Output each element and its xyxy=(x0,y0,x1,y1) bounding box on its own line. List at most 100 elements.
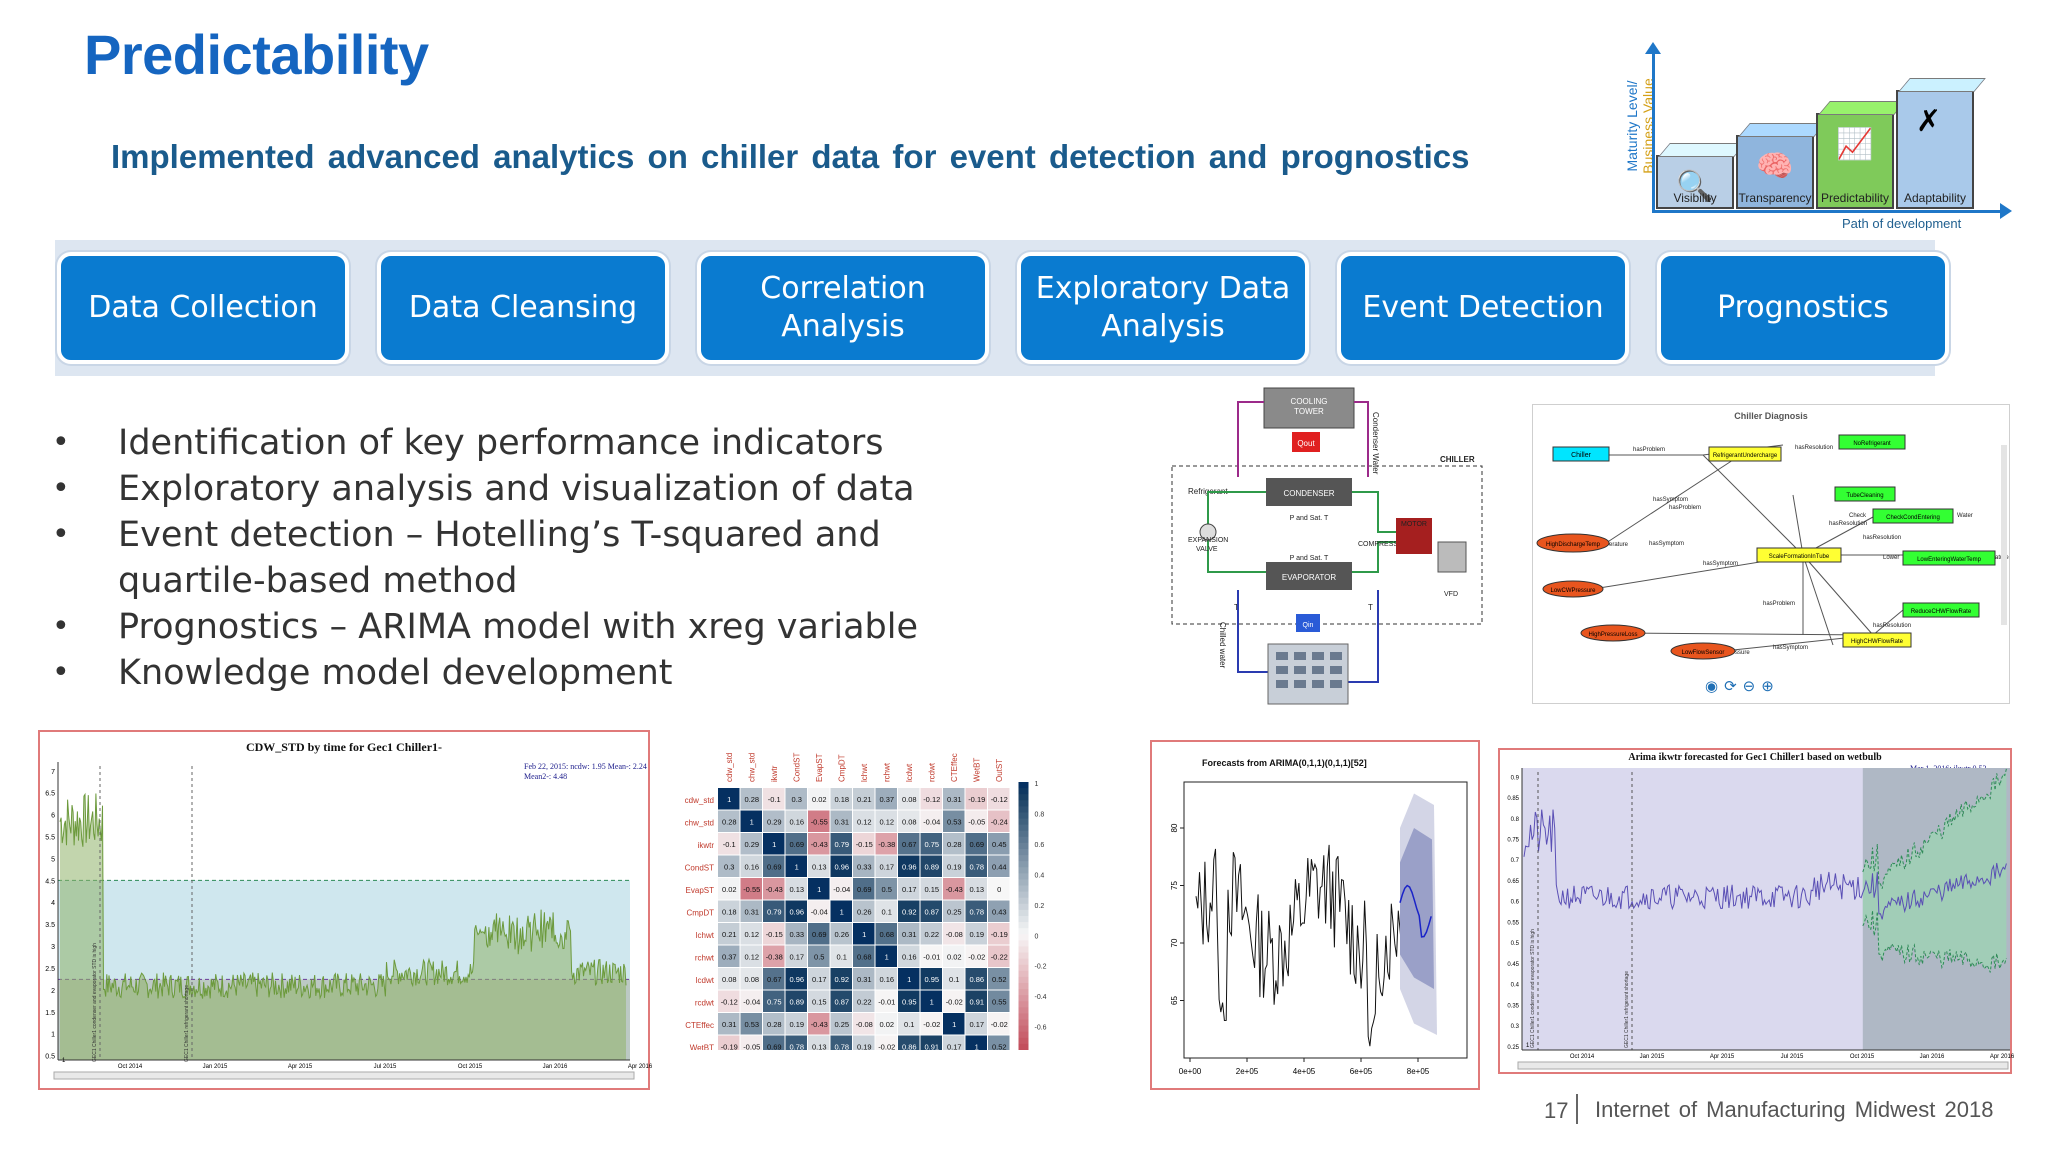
expansion-valve-symbol xyxy=(1199,523,1217,541)
page-title: Predictability xyxy=(84,23,429,86)
step-data-collection[interactable]: Data Collection xyxy=(57,252,349,364)
node-refrigerant-undercharge[interactable] xyxy=(1708,446,1782,462)
bullet-item: Exploratory analysis and visualization o… xyxy=(52,466,1152,512)
heatmap-cell-value: -0.05 xyxy=(968,818,985,827)
heatmap-cell-value: 0.31 xyxy=(722,1020,737,1029)
heatmap-cell xyxy=(988,990,1010,1012)
footer-divider xyxy=(1576,1094,1578,1124)
heatmap-cell-value: 0.13 xyxy=(789,885,804,894)
node-low-entering-water-temp[interactable] xyxy=(1902,550,1996,566)
eye-icon[interactable]: ◉ xyxy=(1705,678,1725,695)
heatmap-cell xyxy=(898,990,920,1012)
knowledge-graph-panel: Chiller Diagnosis Chiller RefrigerantUnd… xyxy=(1532,404,2010,704)
node-high-chw-flow-rate[interactable] xyxy=(1842,632,1912,648)
y-tick-label: 0.8 xyxy=(1511,817,1520,823)
refresh-icon[interactable]: ⟳ xyxy=(1724,678,1743,695)
heatmap-cell xyxy=(853,788,875,810)
heatmap-cell-value: 0.12 xyxy=(744,953,759,962)
step-prognostics[interactable]: Prognostics xyxy=(1657,252,1949,364)
x-tick-label: Oct 2014 xyxy=(118,1064,143,1070)
node-reduce-chw-flow-rate[interactable] xyxy=(1902,602,1980,618)
p-sat-label-2: P and Sat. T xyxy=(1290,555,1329,562)
heatmap-scale-segment xyxy=(1018,897,1029,905)
heatmap-cell xyxy=(830,855,852,877)
heatmap-cell-value: 0.91 xyxy=(969,998,984,1007)
x-tick-label: Jan 2016 xyxy=(1920,1054,1945,1060)
heatmap-cell-value: 0.69 xyxy=(969,840,984,849)
cdw-chart-legend: Feb 22, 2015: ncdw: 1.95 Mean-: 2.24 Mea… xyxy=(524,762,647,782)
heatmap-cell-value: 0.18 xyxy=(834,795,849,804)
heatmap-cell-value: -0.02 xyxy=(968,953,985,962)
edge-fragment: Water xyxy=(1957,513,1973,519)
heatmap-cell-value: 0.31 xyxy=(744,908,759,917)
brain-icon: 🧠 xyxy=(1756,150,1794,183)
heatmap-cell xyxy=(898,810,920,832)
step-correlation-analysis[interactable]: Correlation Analysis xyxy=(697,252,989,364)
heatmap-cell-value: 0.91 xyxy=(924,1043,939,1051)
node-high-pressure-loss[interactable] xyxy=(1580,624,1646,642)
heatmap-cell xyxy=(875,900,897,922)
heatmap-scale-tick: 0.8 xyxy=(1035,811,1045,818)
cdw-legend-line-1: Feb 22, 2015: ncdw: 1.95 Mean-: 2.24 xyxy=(524,762,647,771)
heatmap-row-label: WetBT xyxy=(690,1044,714,1051)
x-tick-label: Apr 2015 xyxy=(288,1064,313,1070)
node-tube-cleaning[interactable] xyxy=(1834,486,1896,502)
heatmap-cell-value: -0.55 xyxy=(811,818,828,827)
x-tick-label: 8e+05 xyxy=(1407,1067,1430,1076)
heatmap-cell xyxy=(875,923,897,945)
heatmap-cell-value: 0.1 xyxy=(949,975,959,984)
heatmap-scale-segment xyxy=(1018,909,1029,917)
heatmap-scale-segment xyxy=(1018,1007,1029,1015)
history-line xyxy=(1195,844,1408,1047)
node-check-cond-entering[interactable] xyxy=(1872,508,1954,524)
heatmap-cell-value: -0.02 xyxy=(991,1020,1008,1029)
heatmap-cell-value: -0.02 xyxy=(923,1020,940,1029)
heatmap-scale-segment xyxy=(1018,836,1029,844)
heatmap-cell xyxy=(740,855,762,877)
step-data-cleansing[interactable]: Data Cleansing xyxy=(377,252,669,364)
graph-scrollbar[interactable] xyxy=(2001,445,2007,625)
heatmap-scale-tick: 0.6 xyxy=(1035,842,1045,849)
edge-fragment: erature xyxy=(1609,542,1629,548)
node-no-refrigerant[interactable] xyxy=(1838,434,1906,450)
knowledge-graph-svg: Chiller RefrigerantUndercharge NoRefrige… xyxy=(1536,434,2009,660)
heatmap-scale-segment xyxy=(1018,1031,1029,1039)
maturity-y-axis xyxy=(1645,42,1661,210)
building-windows xyxy=(1276,652,1342,688)
node-low-cw-pressure[interactable] xyxy=(1542,580,1604,598)
x-tick-label: Jan 2015 xyxy=(1640,1054,1665,1060)
heatmap-cell xyxy=(988,833,1010,855)
heatmap-cell-value: 0.28 xyxy=(722,818,737,827)
zoom-in-icon[interactable]: ⊕ xyxy=(1761,678,1780,695)
heatmap-cell-value: 0.87 xyxy=(834,998,849,1007)
step-event-detection[interactable]: Event Detection xyxy=(1337,252,1629,364)
heatmap-cell xyxy=(830,990,852,1012)
zoom-out-icon[interactable]: ⊖ xyxy=(1742,678,1762,695)
heatmap-cell xyxy=(898,855,920,877)
heatmap-scale-segment xyxy=(1018,794,1029,801)
heatmap-cell-value: 0.75 xyxy=(767,998,782,1007)
heatmap-row-label: CmpDT xyxy=(686,909,714,918)
heatmap-cell-value: 0.55 xyxy=(992,998,1007,1007)
node-low-cw-pressure-label: LowCWPressure xyxy=(1550,588,1596,594)
heatmap-scale-segment xyxy=(1018,873,1029,881)
heatmap-scale-segment xyxy=(1018,982,1029,990)
heatmap-cell-value: 0.22 xyxy=(924,930,939,939)
node-high-discharge-temp[interactable] xyxy=(1536,533,1610,553)
heatmap-cell xyxy=(740,1013,762,1035)
y-tick-label: 70 xyxy=(1170,938,1179,947)
heatmap-scale-segment xyxy=(1018,867,1029,874)
heatmap-cell xyxy=(920,810,942,832)
heatmap-cell-value: 0.17 xyxy=(879,863,894,872)
plot-frame xyxy=(1183,781,1468,1059)
heatmap-cell xyxy=(740,878,762,900)
node-low-flow-sensor[interactable] xyxy=(1670,642,1736,660)
node-scale-formation[interactable] xyxy=(1756,547,1842,563)
node-chiller[interactable] xyxy=(1552,446,1610,462)
step-exploratory-data-analysis[interactable]: Exploratory Data Analysis xyxy=(1017,252,1309,364)
heatmap-cell-value: -0.1 xyxy=(723,840,736,849)
heatmap-cell-value: 0.78 xyxy=(969,863,984,872)
heatmap-cell xyxy=(785,788,807,810)
node-high-pressure-loss-label: HighPressureLoss xyxy=(1588,632,1637,638)
edge-label: hasProblem xyxy=(1763,601,1795,607)
